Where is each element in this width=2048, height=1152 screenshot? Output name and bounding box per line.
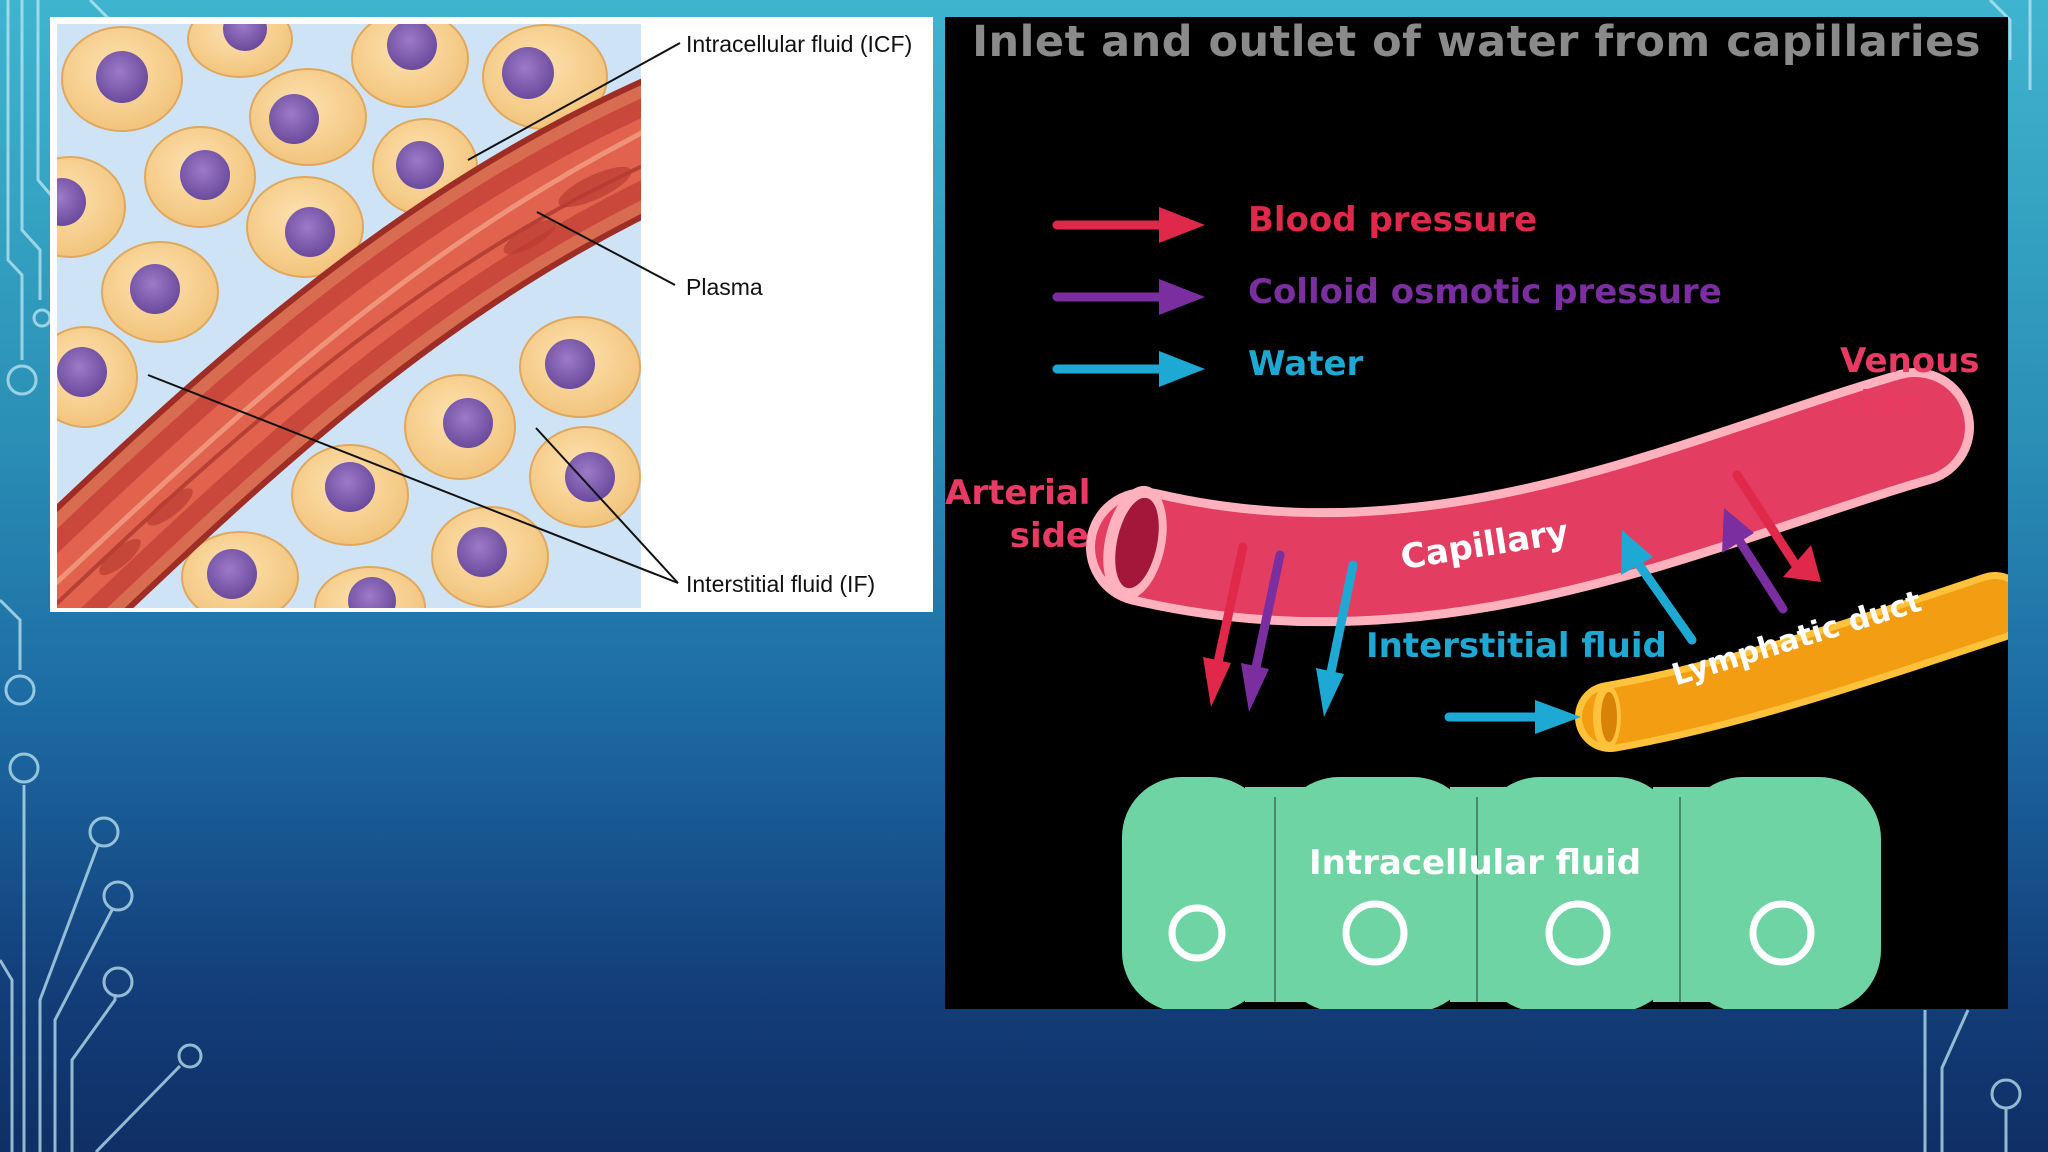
tissue-illustration (57, 17, 933, 612)
arterial-colloid-arrow (1241, 550, 1285, 712)
venous-colloid-arrow (1722, 508, 1788, 614)
arterial-water-arrow (1316, 560, 1358, 717)
intracellular-fluid-label: Intracellular fluid (1309, 843, 1642, 883)
legend-arrow-water (1052, 351, 1205, 387)
venous-blood-pressure-arrow (1732, 470, 1821, 582)
nucleus-1 (1168, 904, 1226, 962)
tissue-diagram-panel: Intracellular fluid (ICF) Plasma Interst… (50, 17, 933, 612)
capillary-illustration (1052, 207, 2008, 1009)
venous-side-line2: side (1840, 384, 1920, 424)
legend-label-water: Water (1248, 344, 1364, 384)
legend-label-blood-pressure: Blood pressure (1248, 200, 1538, 240)
nucleus-4 (1749, 900, 1815, 966)
label-interstitial-fluid: Interstitial fluid (IF) (686, 571, 876, 597)
interstitial-fluid-label: Interstitial fluid (1366, 626, 1667, 666)
capillary-tube (1086, 368, 1974, 627)
arterial-side-line1: Arterial (945, 473, 1091, 513)
capillary-diagram-panel: Inlet and outlet of water from capillari… (945, 17, 2008, 1009)
venous-side-label: Venous side (1840, 340, 1980, 426)
nucleus-2 (1342, 900, 1408, 966)
legend-label-colloid-pressure: Colloid osmotic pressure (1248, 272, 1722, 312)
legend-arrow-blood-pressure (1052, 207, 1205, 243)
arterial-side-label: Arterial side (945, 472, 1091, 558)
legend-arrow-colloid-pressure (1052, 279, 1205, 315)
venous-side-line1: Venous (1840, 341, 1980, 381)
arterial-blood-pressure-arrow (1203, 542, 1248, 707)
lymphatic-duct (1575, 572, 2008, 752)
label-plasma: Plasma (686, 274, 763, 300)
label-intracellular-fluid: Intracellular fluid (ICF) (686, 31, 913, 57)
arterial-side-line2: side (1009, 516, 1089, 556)
cell-row (1122, 777, 1881, 1009)
venous-water-arrow (1621, 530, 1697, 645)
nucleus-3 (1545, 900, 1611, 966)
diagram-title: Inlet and outlet of water from capillari… (972, 17, 1981, 67)
lymph-water-arrow (1444, 700, 1581, 734)
